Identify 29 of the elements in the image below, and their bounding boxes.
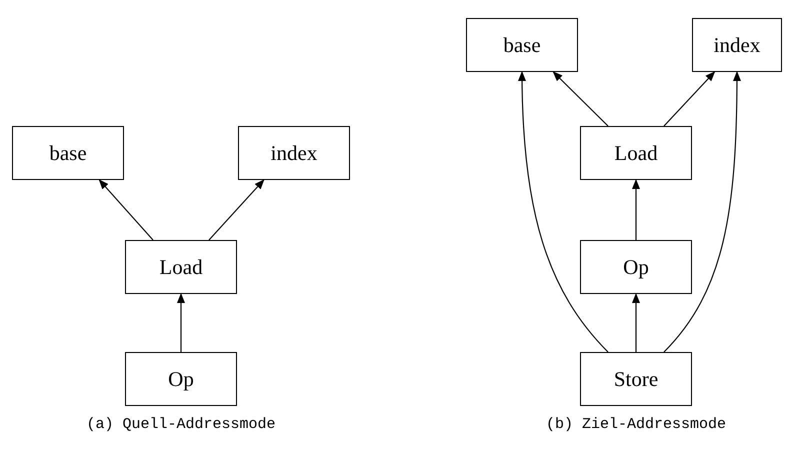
node-label: Load xyxy=(614,140,658,166)
node-box xyxy=(238,126,350,180)
node-label: Op xyxy=(623,254,649,280)
node-box xyxy=(580,126,692,180)
arrow xyxy=(518,71,608,352)
arrow xyxy=(98,179,154,240)
arrow xyxy=(177,293,185,352)
node-label: index xyxy=(714,32,760,58)
node-label: base xyxy=(503,32,541,58)
arrow xyxy=(552,71,608,126)
node-box xyxy=(125,352,237,406)
node-label: Load xyxy=(159,254,203,280)
arrow xyxy=(632,293,640,352)
node-box xyxy=(466,18,578,72)
arrow xyxy=(664,71,716,126)
node-label: Store xyxy=(614,366,658,392)
node-box xyxy=(125,240,237,294)
node-box xyxy=(12,126,124,180)
node-box xyxy=(580,352,692,406)
arrow xyxy=(208,179,264,240)
node-label: Op xyxy=(168,366,194,392)
caption: (b) Ziel-Addressmode xyxy=(544,416,728,433)
caption: (a) Quell-Addressmode xyxy=(85,416,277,433)
arrow xyxy=(632,179,640,240)
arrow xyxy=(664,71,741,352)
node-box xyxy=(692,18,782,72)
node-label: index xyxy=(270,140,318,166)
node-box xyxy=(580,240,692,294)
node-label: base xyxy=(49,140,87,166)
